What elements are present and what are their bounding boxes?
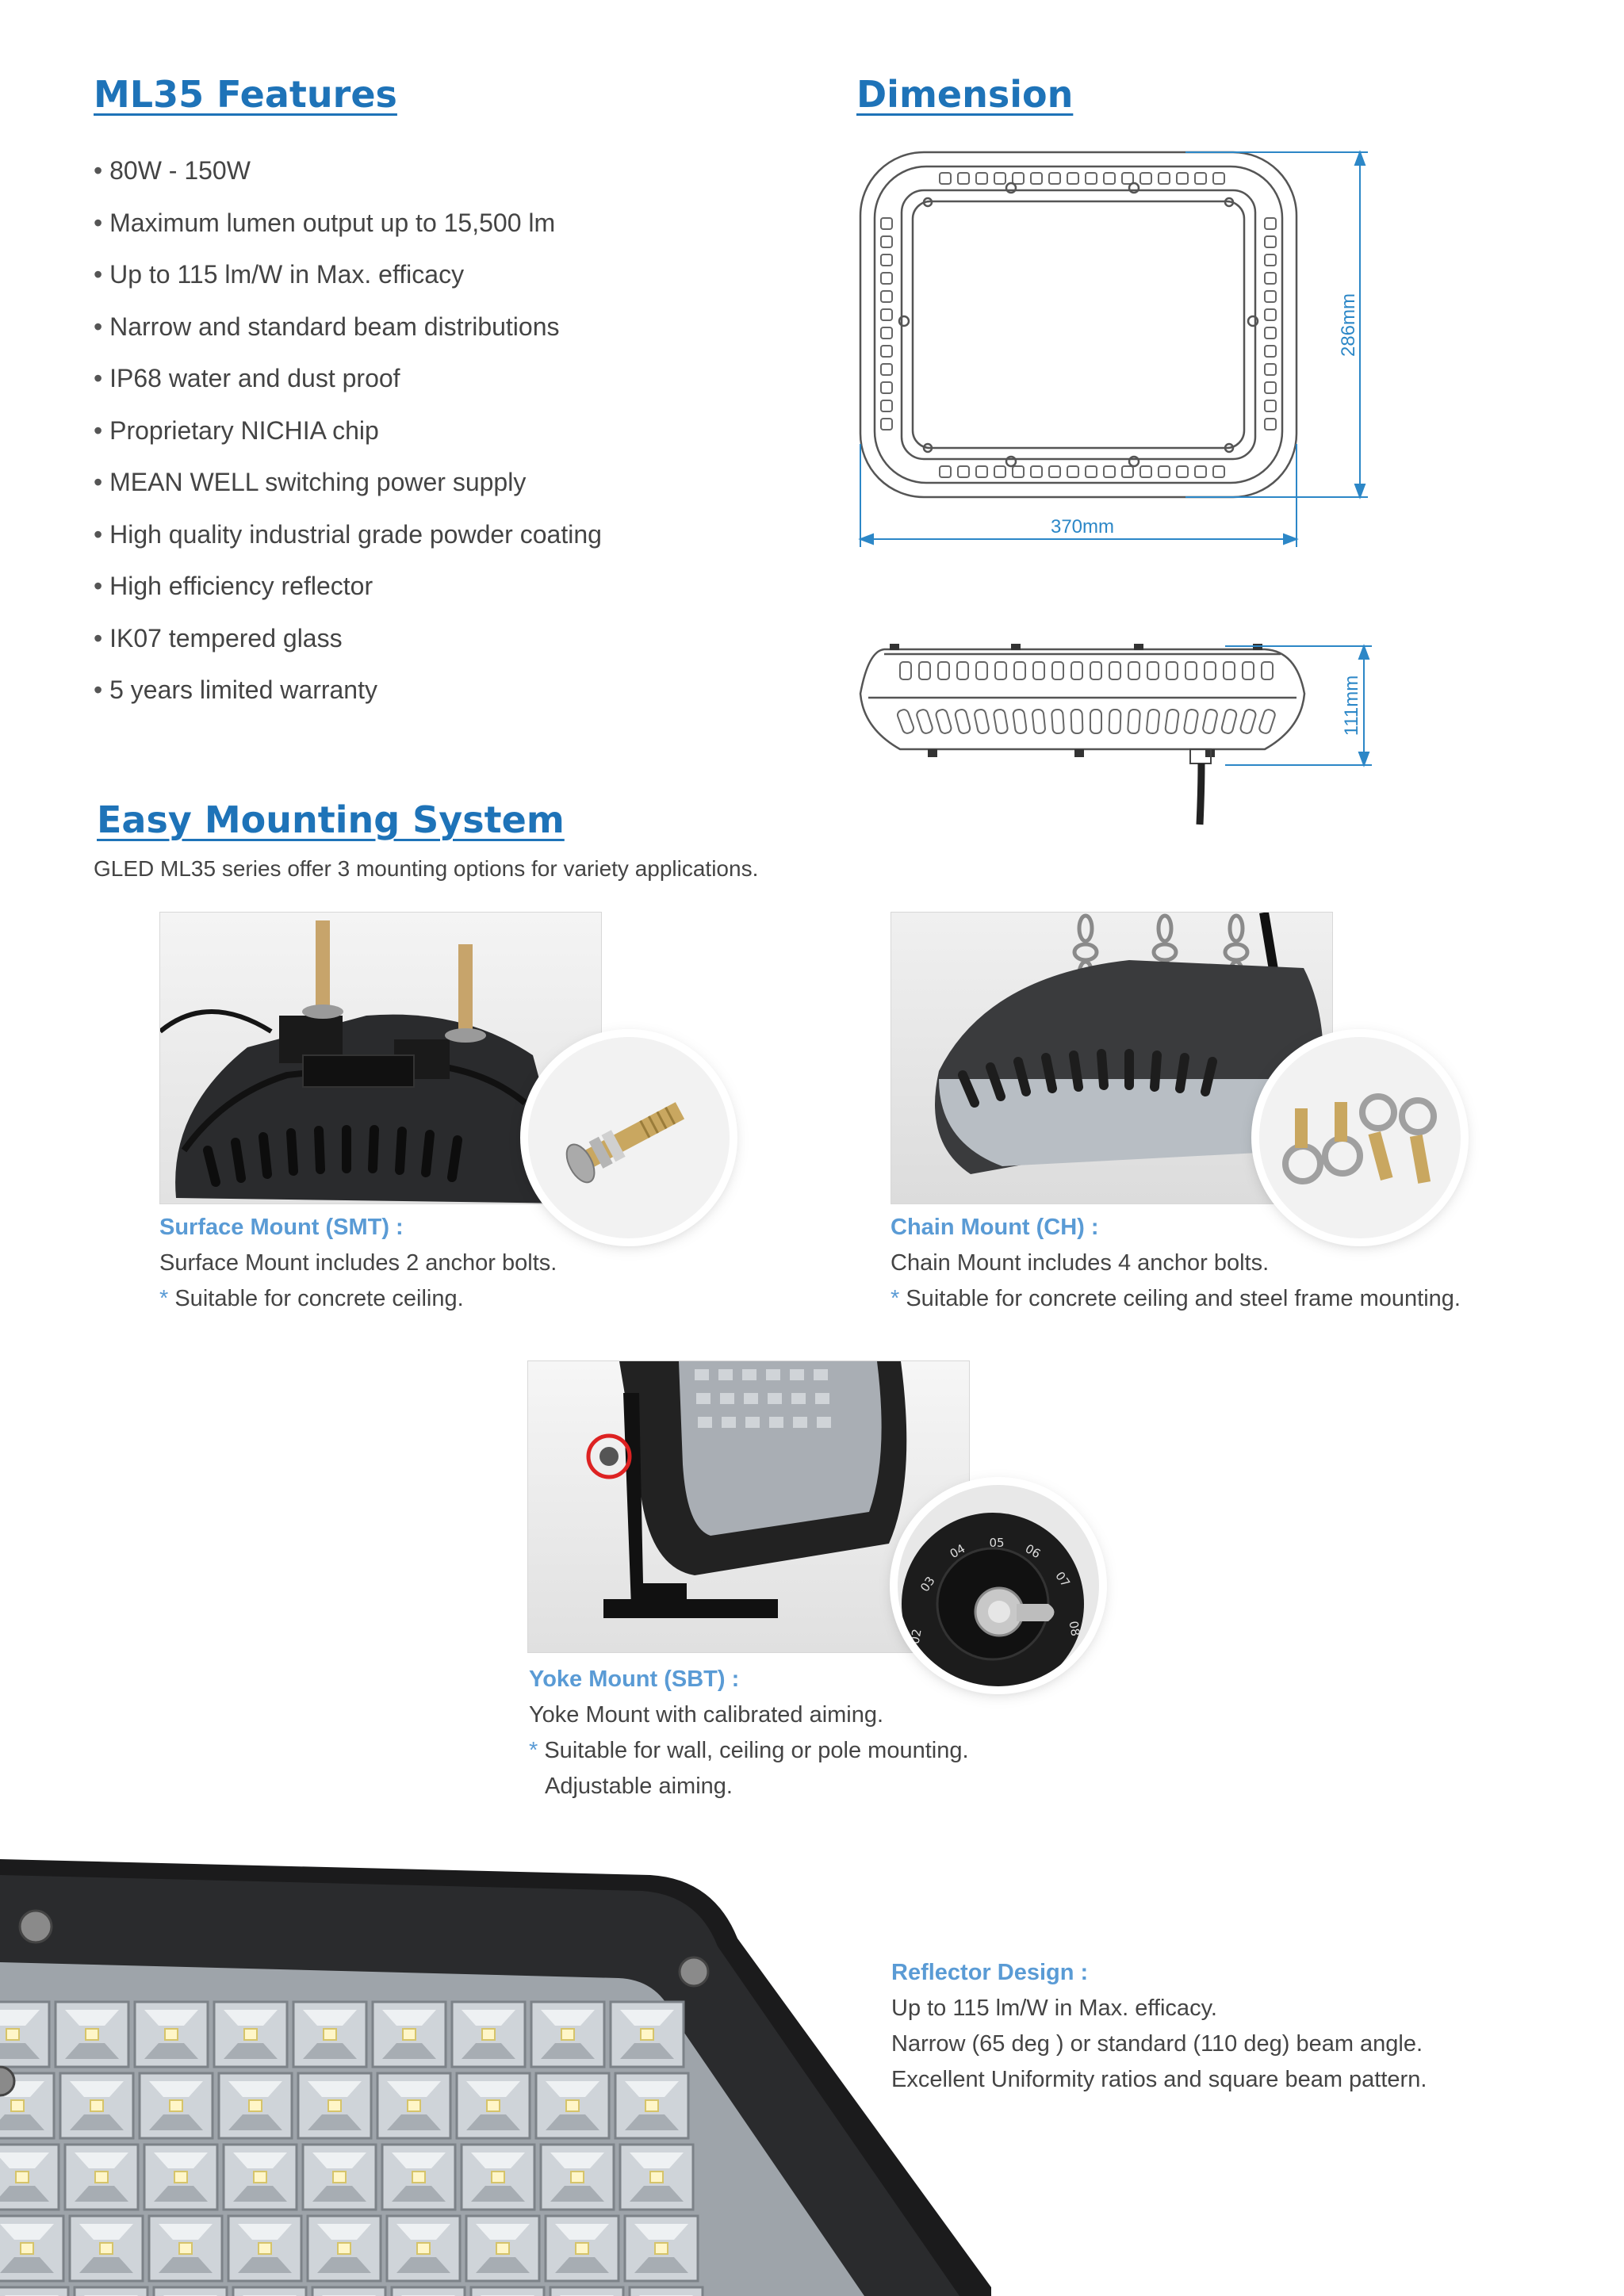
chain-mount-title: Chain Mount (CH) : (891, 1215, 1099, 1240)
yoke-mount-note-2: Adjustable aiming. (545, 1774, 733, 1799)
surface-mount-description: Surface Mount includes 2 anchor bolts. (159, 1250, 557, 1276)
feature-item: Up to 115 lm/W in Max. efficacy (94, 249, 602, 301)
dimension-side-view: 111mm (859, 644, 1372, 825)
dimension-depth-label: 111mm (1341, 675, 1362, 736)
feature-item: IK07 tempered glass (94, 613, 602, 665)
chain-mount-note: Suitable for concrete ceiling and steel … (891, 1281, 1461, 1317)
yoke-mount-caption: Yoke Mount (SBT) : Yoke Mount with calib… (529, 1662, 969, 1804)
mounting-heading: Easy Mounting System (97, 798, 565, 841)
dimension-heading: Dimension (856, 73, 1074, 116)
feature-item: 5 years limited warranty (94, 664, 602, 717)
surface-mount-caption: Surface Mount (SMT) : Surface Mount incl… (159, 1210, 557, 1317)
dial-mark: 08 (1066, 1620, 1082, 1637)
reflector-line: Excellent Uniformity ratios and square b… (891, 2067, 1427, 2092)
reflector-line: Up to 115 lm/W in Max. efficacy. (891, 1996, 1217, 2021)
dimension-top-view: 286mm 370mm (858, 150, 1368, 547)
dial-mark: 05 (989, 1536, 1004, 1550)
features-heading: ML35 Features (94, 73, 397, 116)
feature-item: 80W - 150W (94, 145, 602, 197)
yoke-mount-title: Yoke Mount (SBT) : (529, 1667, 740, 1692)
mounting-intro: GLED ML35 series offer 3 mounting option… (94, 856, 759, 881)
aiming-dial-inset: 02 03 04 05 06 07 08 (898, 1485, 1099, 1686)
yoke-mount-description: Yoke Mount with calibrated aiming. (529, 1702, 884, 1728)
chain-mount-photo (891, 912, 1333, 1204)
anchor-bolt-inset (528, 1037, 730, 1238)
chain-mount-caption: Chain Mount (CH) : Chain Mount includes … (891, 1210, 1461, 1317)
yoke-mount-note-1: Suitable for wall, ceiling or pole mount… (529, 1733, 968, 1769)
reflector-photo (0, 1843, 991, 2296)
surface-mount-title: Surface Mount (SMT) : (159, 1215, 404, 1240)
dimension-height-label: 286mm (1338, 293, 1359, 357)
yoke-mount-photo (527, 1360, 970, 1653)
feature-item: IP68 water and dust proof (94, 353, 602, 405)
reflector-caption: Reflector Design : Up to 115 lm/W in Max… (891, 1955, 1427, 2098)
feature-item: Maximum lumen output up to 15,500 lm (94, 197, 602, 250)
feature-item: MEAN WELL switching power supply (94, 457, 602, 509)
feature-item: High quality industrial grade powder coa… (94, 509, 602, 561)
reflector-line: Narrow (65 deg ) or standard (110 deg) b… (891, 2031, 1423, 2057)
surface-mount-note: Suitable for concrete ceiling. (159, 1281, 557, 1317)
dimension-width-label: 370mm (1051, 516, 1114, 538)
chain-mount-description: Chain Mount includes 4 anchor bolts. (891, 1250, 1270, 1276)
eye-bolts-inset (1259, 1037, 1461, 1238)
reflector-title: Reflector Design : (891, 1960, 1089, 1985)
feature-item: Proprietary NICHIA chip (94, 405, 602, 457)
surface-mount-photo (159, 912, 602, 1204)
feature-list: 80W - 150W Maximum lumen output up to 15… (94, 145, 602, 717)
feature-item: High efficiency reflector (94, 561, 602, 613)
feature-item: Narrow and standard beam distributions (94, 301, 602, 354)
